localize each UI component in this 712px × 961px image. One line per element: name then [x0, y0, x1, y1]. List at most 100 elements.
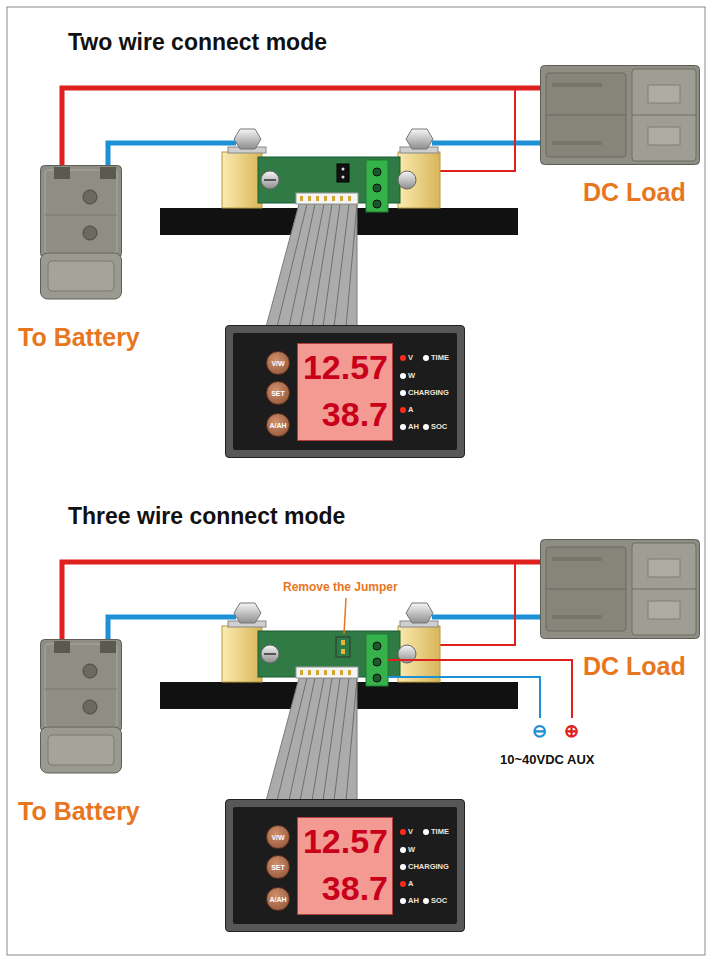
indicator-label: V	[408, 354, 413, 362]
button-node: A/AH	[266, 887, 290, 911]
button-label: A/AH	[267, 888, 289, 910]
aux-negative-wire	[388, 677, 540, 718]
load-connector-part	[546, 115, 626, 116]
indicator-label: SOC	[431, 423, 447, 431]
indicator-led	[423, 898, 429, 904]
indicator-led	[400, 898, 406, 904]
battery-connector-part	[45, 644, 117, 727]
load-connector-part	[648, 85, 680, 103]
battery-connector-part	[48, 735, 114, 765]
battery-connector-part	[48, 261, 114, 291]
load-connector-part	[546, 589, 626, 590]
load-connector-part	[632, 69, 696, 161]
load-connector-part	[648, 127, 680, 145]
battery-connector-part	[41, 727, 122, 773]
polarity-symbol: ⊖	[532, 722, 547, 740]
indicator-led	[423, 829, 429, 835]
load-connector	[540, 539, 700, 639]
connector-label: To Battery	[18, 325, 140, 350]
load-connector-part	[648, 559, 680, 577]
readout-value: 12.57	[298, 350, 388, 384]
load-connector-part	[552, 83, 602, 87]
indicator-label: TIME	[431, 354, 449, 362]
indicator-label: A	[408, 880, 413, 888]
battery-connector-part	[45, 689, 117, 690]
jumper	[337, 164, 349, 182]
battery-connector-part	[45, 170, 117, 253]
battery-node: To Battery	[40, 165, 122, 300]
button-node: V/W	[266, 351, 290, 375]
callout-note: Remove the Jumper	[283, 581, 398, 593]
connector-label: DC Load	[583, 180, 686, 205]
battery-connector	[40, 165, 122, 300]
battery-connector-part	[54, 641, 70, 653]
button-node: SET	[266, 855, 290, 879]
indicator-label: W	[408, 846, 415, 854]
load-connector-part	[648, 601, 680, 619]
battery-connector-part	[45, 215, 117, 216]
button-label: V/W	[267, 352, 289, 374]
indicator-label: AH	[408, 423, 419, 431]
load-connector-part	[546, 73, 626, 157]
polarity-symbol: ⊕	[564, 722, 579, 740]
indicator-label: CHARGING	[408, 389, 449, 397]
positive-wire	[62, 88, 540, 165]
jumper-part	[342, 168, 345, 171]
supply-label: 10~40VDC AUX	[500, 753, 595, 766]
button-label: SET	[267, 856, 289, 878]
readout-value: 38.7	[298, 871, 388, 905]
indicator-led	[423, 424, 429, 430]
indicator-led	[400, 373, 406, 379]
button-label: V/W	[267, 826, 289, 848]
button-label: A/AH	[267, 414, 289, 436]
display-node: 12.57 38.7 V TIME W CHARGING A AH SOC V/W SET A/AH	[225, 799, 465, 932]
connector-label: To Battery	[18, 799, 140, 824]
battery-connector-part	[100, 167, 116, 179]
battery-node: To Battery	[40, 639, 122, 774]
load-connector-part	[632, 543, 696, 635]
load-connector-part	[632, 589, 696, 590]
connector-label: DC Load	[583, 654, 686, 679]
indicator-led	[400, 847, 406, 853]
load-connector-part	[552, 557, 602, 561]
load-connector-part	[541, 66, 700, 165]
indicator-label: AH	[408, 897, 419, 905]
load-node: DC Load	[540, 539, 700, 639]
jumper-part	[342, 176, 345, 179]
section-heading: Two wire connect mode	[68, 31, 327, 54]
readout-value: 38.7	[298, 397, 388, 431]
button-node: SET	[266, 381, 290, 405]
indicator-led	[400, 355, 406, 361]
leader-line	[344, 598, 346, 634]
indicator-label: SOC	[431, 897, 447, 905]
load-connector-part	[541, 540, 700, 639]
battery-connector-part	[41, 166, 122, 258]
indicator-label: W	[408, 372, 415, 380]
battery-connector-part	[41, 253, 122, 299]
load-connector-part	[552, 141, 602, 145]
battery-connector-part	[41, 640, 122, 732]
jumper-pins-part	[341, 649, 345, 654]
indicator-led	[400, 390, 406, 396]
load-connector	[540, 65, 700, 165]
battery-connector-part	[100, 641, 116, 653]
load-connector-part	[546, 547, 626, 631]
indicator-label: CHARGING	[408, 863, 449, 871]
battery-connector-part	[83, 226, 97, 240]
indicator-led	[400, 424, 406, 430]
indicator-label: TIME	[431, 828, 449, 836]
indicator-label: V	[408, 828, 413, 836]
jumper-pins-part	[341, 640, 345, 645]
button-node: A/AH	[266, 413, 290, 437]
load-connector-part	[552, 615, 602, 619]
page-border	[7, 7, 705, 955]
indicator-led	[400, 864, 406, 870]
load-node: DC Load	[540, 65, 700, 165]
battery-connector-part	[83, 700, 97, 714]
readout-value: 12.57	[298, 824, 388, 858]
jumper-pins-part	[336, 637, 350, 657]
jumper-pins	[336, 637, 350, 657]
indicator-led	[400, 829, 406, 835]
button-label: SET	[267, 382, 289, 404]
